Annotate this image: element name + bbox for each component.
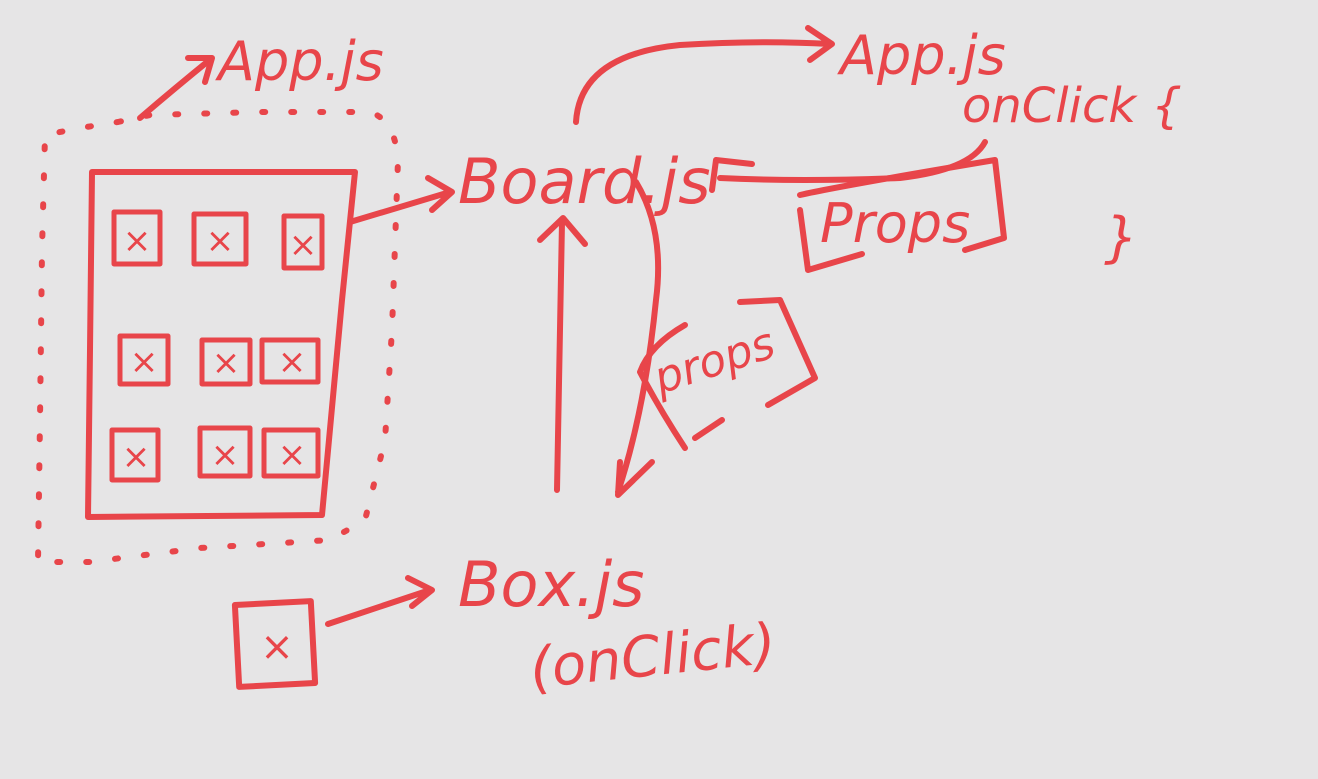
grid-cell-mark: × — [278, 342, 307, 382]
label-onclick-paren: (onClick) — [527, 611, 779, 701]
label-closing-brace: } — [1104, 206, 1138, 269]
grid-cell-mark: × — [130, 342, 159, 382]
grid-cell — [261, 427, 321, 479]
grid-cell-mark: × — [122, 437, 151, 477]
grid-cell — [117, 333, 171, 387]
props-top-box — [797, 157, 1007, 273]
arrow-boardjs-to-boxjs — [615, 179, 662, 498]
arrow-boxjs-to-boardjs — [537, 215, 588, 493]
grid-cell-mark: × — [123, 221, 152, 261]
props-middle-box — [637, 297, 818, 451]
label-props-middle: props — [647, 318, 781, 405]
grid-cell — [191, 211, 249, 267]
arrow-board-to-boardjs — [347, 175, 455, 225]
board-grid: × × × × × × × × × — [85, 169, 358, 520]
board-outline — [85, 169, 358, 520]
label-onclick-brace: onClick { — [962, 78, 1182, 134]
label-box: Box.js — [458, 548, 644, 621]
arrow-boardjs-to-appjs — [573, 25, 835, 125]
grid-cell — [197, 425, 253, 479]
label-props-top: Props — [820, 192, 970, 255]
grid-cell-mark: × — [278, 435, 307, 475]
grid-cell — [109, 427, 161, 483]
label-app-top: App.js — [215, 30, 384, 93]
label-app-right: App.js — [837, 24, 1006, 87]
grid-cell-mark: × — [211, 435, 240, 475]
grid-cell-mark: × — [212, 343, 241, 383]
single-box-mark: × — [260, 624, 294, 670]
grid-cell-mark: × — [289, 225, 318, 265]
arrow-box-to-boxjs — [325, 575, 435, 627]
grid-cell — [111, 209, 163, 267]
label-board: Board.js — [458, 145, 711, 218]
grid-cell — [281, 213, 325, 271]
grid-cell — [259, 337, 321, 385]
grid-cell-mark: × — [206, 221, 235, 261]
single-box — [231, 598, 319, 690]
grid-cell — [199, 337, 253, 387]
arrow-container-to-app — [137, 55, 215, 121]
